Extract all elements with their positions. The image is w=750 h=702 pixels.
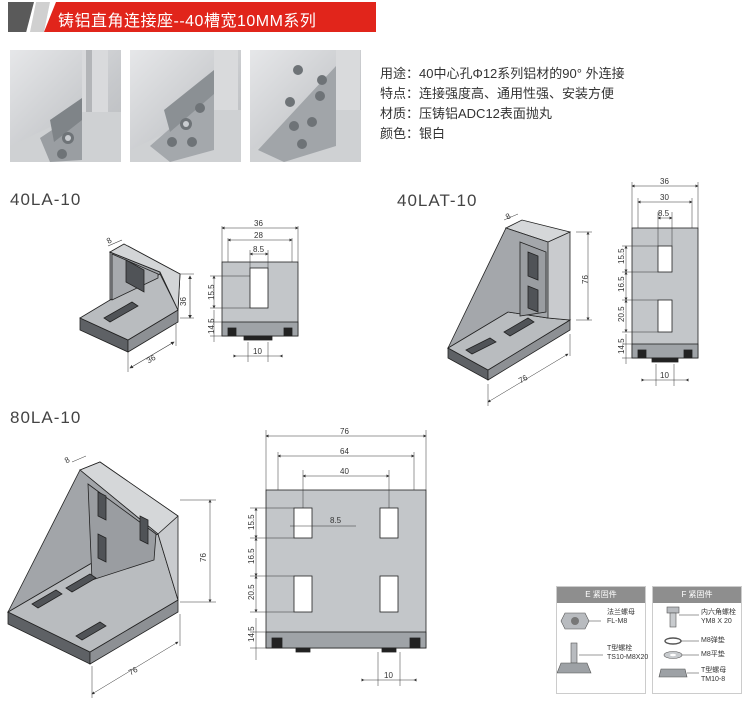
fastener-f-item-4-name: T型螺母: [701, 667, 727, 674]
fastener-e-title: E 紧固件: [557, 587, 645, 603]
t-bolt-icon: [570, 642, 578, 664]
model-label-40lat: 40LAT-10: [397, 191, 478, 210]
svg-text:20.5: 20.5: [617, 306, 626, 322]
front-40lat-dims: [622, 182, 699, 386]
product-photo-3: [250, 50, 361, 162]
svg-text:30: 30: [660, 193, 669, 202]
svg-text:64: 64: [340, 447, 349, 456]
svg-text:36: 36: [660, 177, 669, 186]
fastener-f-icons: [658, 606, 699, 678]
svg-text:8.5: 8.5: [330, 516, 342, 525]
svg-text:15.5: 15.5: [207, 284, 216, 300]
svg-text:8.5: 8.5: [253, 245, 265, 254]
model-label-80la: 80LA-10: [10, 408, 82, 427]
svg-text:76: 76: [581, 275, 590, 284]
svg-text:8: 8: [63, 455, 72, 465]
product-photo-2: [130, 50, 241, 162]
svg-text:14.5: 14.5: [247, 626, 256, 642]
svg-text:10: 10: [253, 347, 262, 356]
fastener-box-f: F 紧固件 内六角螺栓 YM8 X 20 M8弹垫 M8平垫 T型螺母 TM10…: [652, 586, 742, 694]
fastener-f-item-3-name: M8平垫: [701, 651, 725, 658]
iso-80la: [7, 461, 179, 665]
svg-text:8.5: 8.5: [658, 209, 670, 218]
spec-color: 颜色：银白: [380, 126, 446, 141]
front-80la-dims: [250, 430, 427, 686]
model-label-40la: 40LA-10: [10, 190, 82, 209]
svg-text:8: 8: [105, 235, 114, 245]
iso-80la-dims: [71, 455, 216, 698]
t-nut-icon: [658, 668, 688, 678]
svg-text:10: 10: [660, 371, 669, 380]
svg-text:15.5: 15.5: [247, 514, 256, 530]
banner-red-bar: [44, 2, 376, 32]
front-80la: [265, 489, 427, 653]
svg-text:14.5: 14.5: [617, 338, 626, 354]
fastener-box-e: E 紧固件 法兰螺母 FL-M8 T型螺栓 TS10-M8X20: [556, 586, 649, 694]
spec-usage: 用途：40中心孔Φ12系列铝材的90° 外连接: [380, 66, 625, 81]
svg-text:28: 28: [254, 231, 263, 240]
svg-text:36: 36: [145, 353, 158, 366]
header-banner: 铸铝直角连接座--40槽宽10MM系列: [8, 2, 376, 32]
spring-washer-icon: [664, 637, 682, 645]
fastener-f-item-1-name: 内六角螺栓: [701, 609, 736, 616]
spec-features: 特点：连接强度高、通用性强、安装方便: [380, 86, 615, 101]
svg-text:20.5: 20.5: [247, 584, 256, 600]
front-40la: [221, 261, 299, 341]
fastener-f-item-2-name: M8弹垫: [701, 637, 725, 644]
iso-40la: [79, 243, 181, 353]
svg-text:76: 76: [340, 427, 349, 436]
fastener-f-item-4-code: TM10-8: [701, 676, 726, 683]
svg-text:36: 36: [254, 219, 263, 228]
fastener-e-item-2-code: TS10-M8X20: [607, 654, 649, 661]
fastener-e-item-1-name: 法兰螺母: [607, 609, 635, 616]
fastener-e-icons: [557, 612, 603, 674]
svg-text:14.5: 14.5: [207, 318, 216, 334]
socket-bolt-icon: [666, 606, 680, 614]
svg-text:10: 10: [384, 671, 393, 680]
front-40la-dims: [210, 226, 299, 362]
fastener-e-item-1-code: FL-M8: [607, 618, 628, 625]
svg-text:36: 36: [179, 297, 188, 306]
svg-text:8: 8: [504, 211, 513, 221]
fastener-e-item-2-name: T型螺栓: [607, 645, 633, 652]
spec-material: 材质：压铸铝ADC12表面抛丸: [380, 106, 552, 121]
front-40lat: [631, 227, 699, 363]
svg-text:16.5: 16.5: [247, 548, 256, 564]
fastener-f-item-1-code: YM8 X 20: [701, 618, 732, 625]
svg-text:16.5: 16.5: [617, 276, 626, 292]
svg-text:40: 40: [340, 467, 349, 476]
iso-40la-dims: 8 36 36: [105, 235, 194, 372]
iso-40lat-dims: [487, 213, 592, 406]
page-title: 铸铝直角连接座--40槽宽10MM系列: [58, 13, 317, 30]
banner-chevron: [30, 2, 50, 32]
product-photo-1: [10, 50, 121, 162]
iso-40lat: [447, 219, 572, 381]
fastener-f-title: F 紧固件: [653, 587, 741, 603]
svg-text:15.5: 15.5: [617, 248, 626, 264]
svg-text:76: 76: [199, 553, 208, 562]
